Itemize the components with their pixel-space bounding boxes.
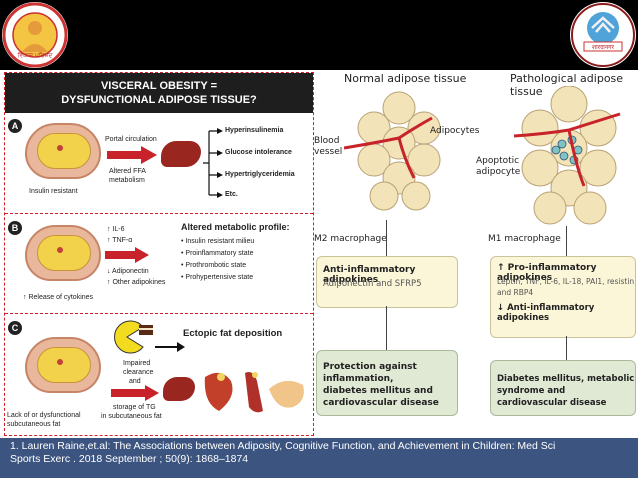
section-c: C Impaired clearance and storage of TG i… [5, 315, 313, 433]
disease-box: Diabetes mellitus, metabolic syndrome an… [490, 360, 636, 416]
arrow-line [386, 220, 387, 256]
apoptotic-line-2: adipocyte [476, 167, 521, 177]
visceral-obesity-panel: VISCERAL OBESITY = DYSFUNCTIONAL ADIPOSE… [4, 72, 314, 436]
subcutaneous-label: in subcutaneous fat [101, 413, 162, 420]
title-line-1: VISCERAL OBESITY = [100, 80, 218, 92]
ectopic-title: Ectopic fat deposition [183, 328, 283, 339]
right-institution-logo: शारदानगर [570, 2, 636, 68]
divider [5, 313, 313, 314]
title-line-2: DYSFUNCTIONAL ADIPOSE TISSUE? [61, 94, 257, 106]
red-arrow-icon [105, 247, 149, 263]
citation-footer: 1. Lauren Raine,et.al: The Associations … [0, 438, 638, 478]
disease-line-1: Diabetes mellitus, metabolic [497, 374, 635, 384]
right-logo-text: शारदानगर [592, 44, 614, 51]
protection-line-1: Protection against inflammation, [323, 362, 417, 384]
and-label: and [129, 378, 141, 385]
outcome-etc: Etc. [225, 191, 238, 198]
anti-box-title: Anti-inflammatory adipokines [323, 265, 416, 285]
normal-tissue-title: Normal adipose tissue [344, 72, 467, 85]
marker-il6: ↑ IL-6 [107, 226, 125, 233]
ffa-metabolism-label: metabolism [109, 177, 145, 184]
liver-icon [161, 141, 201, 167]
pro-box-body-1: Leptin, TNF, IL-6, IL-18, PAI1, resistin [497, 277, 635, 286]
protection-line-3: cardiovascular disease [323, 398, 439, 408]
arrow-line [566, 226, 567, 256]
lack-fat-caption-1: Lack of or dysfunctional [7, 412, 81, 419]
marker-tnf: ↑ TNF-α [107, 237, 133, 244]
blood-vessel-line-2: vessel [314, 147, 343, 157]
anti-inflammatory-box: Anti-inflammatory adipokines Adiponectin… [316, 256, 458, 308]
pro-box-title-2: ↓ Anti-inflammatory adipokines [497, 303, 595, 323]
red-arrow-icon [111, 385, 159, 401]
disease-text: Diabetes mellitus, metabolic syndrome an… [497, 373, 635, 409]
section-a-badge: A [8, 119, 22, 133]
profile-item-1: • Insulin resistant milieu [181, 238, 255, 245]
outcome-glucose-intolerance: Glucose intolerance [225, 149, 292, 156]
lack-fat-caption-2: subcutaneous fat [7, 421, 61, 428]
top-banner: ਵਿਕਾਸ ਪਰਿਸ਼ਦ शारदानगर [0, 0, 638, 70]
abdomen-illustration [25, 123, 101, 179]
arrow-line [566, 336, 567, 360]
protection-box: Protection against inflammation, diabete… [316, 350, 458, 416]
outcome-hypertriglyceridemia: Hypertriglyceridemia [225, 171, 295, 178]
cytokines-caption: ↑ Release of cytokines [23, 294, 94, 301]
disease-line-2: syndrome and cardiovascular disease [497, 386, 607, 408]
m2-macrophage-label: M2 macrophage [314, 234, 387, 244]
adipocytes-label: Adipocytes [430, 126, 480, 136]
altered-ffa-label: Altered FFA [109, 168, 146, 175]
portal-circulation-label: Portal circulation [105, 136, 157, 143]
pro-box-body-2: and RBP4 [497, 288, 534, 297]
section-b-badge: B [8, 221, 22, 235]
marker-adiponectin: ↓ Adiponectin [107, 268, 149, 275]
pacman-icon [114, 320, 153, 354]
profile-item-4: • Prohypertensive state [181, 274, 254, 281]
profile-item-3: • Prothrombotic state [181, 262, 247, 269]
storage-label: storage of TG [113, 404, 156, 411]
section-a: A Insulin resistant Portal circulation A… [5, 113, 313, 205]
section-c-badge: C [8, 321, 22, 335]
pro-inflammatory-box: ↑ Pro-inflammatory adipokines Leptin, TN… [490, 256, 636, 338]
abdomen-illustration [25, 225, 101, 281]
adipose-tissue-comparison: Normal adipose tissue Pathological adipo… [314, 70, 636, 438]
anti-box-body: Adiponectin and SFRP5 [323, 279, 422, 289]
citation-text: 1. Lauren Raine,et.al: The Associations … [10, 440, 630, 466]
protection-line-2: diabetes mellitus and [323, 386, 433, 396]
pathological-adipose-cluster [514, 86, 621, 225]
panel-title: VISCERAL OBESITY = DYSFUNCTIONAL ADIPOSE… [5, 73, 313, 113]
apoptotic-label: Apoptotic adipocyte [476, 156, 520, 178]
apoptotic-line-1: Apoptotic [476, 156, 520, 166]
insulin-resistant-caption: Insulin resistant [29, 188, 78, 195]
protection-text: Protection against inflammation, diabete… [323, 361, 457, 409]
profile-item-2: • Proinflammatory state [181, 250, 254, 257]
left-institution-logo: ਵਿਕਾਸ ਪਰਿਸ਼ਦ [2, 2, 68, 68]
clearance-label: clearance [123, 369, 154, 376]
blood-vessel-line-1: Blood [314, 136, 340, 146]
organs-icon [204, 372, 304, 413]
abdomen-illustration [25, 337, 101, 393]
profile-title: Altered metabolic profile: [181, 222, 290, 232]
citation-line-1: 1. Lauren Raine,et.al: The Associations … [10, 440, 556, 452]
citation-line-2: Sports Exerc . 2018 September ; 50(9): 1… [10, 453, 249, 465]
pathological-tissue-title: Pathological adipose tissue [510, 72, 624, 98]
impaired-label: Impaired [123, 360, 151, 367]
marker-other-adipokines: ↑ Other adipokines [107, 279, 166, 286]
divider [5, 213, 313, 214]
left-logo-text: ਵਿਕਾਸ ਪਰਿਸ਼ਦ [17, 52, 53, 59]
red-arrow-icon [107, 146, 157, 164]
arrow-line [386, 306, 387, 350]
black-arrow-icon [155, 342, 185, 352]
blood-vessel-label: Blood vessel [314, 136, 342, 158]
branching-arrows-icon [203, 128, 223, 198]
slide-content: VISCERAL OBESITY = DYSFUNCTIONAL ADIPOSE… [0, 70, 638, 438]
m1-macrophage-label: M1 macrophage [488, 234, 561, 244]
liver-icon [163, 377, 195, 401]
pro-box-title: ↑ Pro-inflammatory adipokines [497, 263, 597, 283]
section-b: B ↑ IL-6 ↑ TNF-α ↓ Adiponectin ↑ Other a… [5, 215, 313, 307]
outcome-hyperinsulinemia: Hyperinsulinemia [225, 127, 284, 134]
normal-adipose-cluster [344, 91, 441, 211]
